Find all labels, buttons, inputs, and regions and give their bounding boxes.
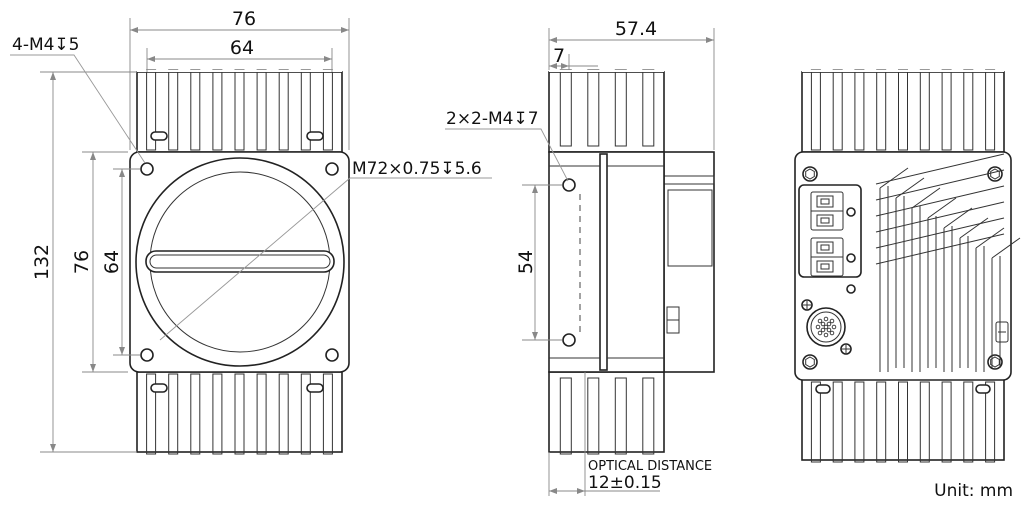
- rear-diagonal-fins: [875, 153, 1021, 372]
- heatsink-fin-slot: [614, 377, 627, 455]
- front-top-heatsink: [136, 69, 343, 153]
- ground-screw-icon: [801, 299, 852, 355]
- heatsink-fin-slot: [278, 373, 289, 455]
- dim-depth: 57.4: [615, 18, 657, 40]
- side-top-heatsink: [548, 69, 665, 153]
- diagonal-fin: [975, 227, 1005, 372]
- heatsink-fin-slot: [234, 373, 245, 455]
- connector-pin: [829, 330, 835, 336]
- connector-pin: [815, 324, 821, 330]
- label-optical-distance: OPTICAL DISTANCE: [588, 459, 712, 474]
- diagonal-fin: [879, 167, 909, 372]
- connector-pin: [826, 327, 832, 333]
- diagonal-rib: [875, 153, 1005, 185]
- heatsink-fin-slot: [854, 381, 865, 463]
- connector-pin: [823, 324, 829, 330]
- unit-label: Unit: mm: [934, 481, 1013, 501]
- heatsink-fin-slot: [190, 373, 201, 455]
- diagonal-rib: [875, 217, 1005, 249]
- heatsink-fin-slot: [832, 381, 843, 463]
- heatsink-fin-slot: [963, 381, 974, 463]
- connector-pin: [817, 330, 823, 336]
- heatsink-fin-slot: [256, 373, 267, 455]
- connector-pin: [829, 318, 835, 324]
- side-view: 57.4 7 54 2×2-M4↧7 OPTICAL DISTANCE 12±0…: [445, 18, 715, 496]
- status-leds: [846, 207, 856, 294]
- front-mount-holes: [140, 162, 339, 362]
- front-bottom-heatsink: [136, 371, 343, 455]
- heatsink-fin-slot: [985, 381, 996, 463]
- diagonal-rib: [875, 169, 1005, 201]
- heatsink-fin-slot: [898, 381, 908, 463]
- diagonal-fin: [943, 207, 973, 372]
- connector-pin: [823, 332, 829, 338]
- connector-pin: [831, 324, 837, 330]
- heatsink-fin-slot: [146, 373, 157, 455]
- rear-bottom-heatsink: [801, 371, 1005, 463]
- dim-overall-height: 132: [31, 244, 53, 280]
- heatsink-fin-slot: [212, 373, 223, 455]
- rear-connector-panel: [798, 184, 862, 278]
- side-mount-holes: [562, 178, 576, 347]
- io-connector: [801, 299, 852, 355]
- dim-optical-distance: 12±0.15: [588, 473, 662, 493]
- diagonal-fin: [959, 217, 989, 368]
- heatsink-fin-slot: [941, 381, 952, 463]
- diagonal-rib: [875, 233, 1005, 265]
- diagonal-fin: [991, 237, 1021, 368]
- dim-flange: 7: [553, 45, 565, 67]
- dim-hole-spacing-x: 64: [230, 37, 254, 59]
- heatsink-fin-slot: [642, 377, 655, 455]
- note-mount-holes: 4-M4↧5: [12, 35, 80, 55]
- diagonal-fin: [911, 187, 941, 372]
- heatsink-fin-slot: [810, 381, 821, 463]
- rear-top-heatsink: [801, 69, 1005, 153]
- side-mount-flange: [599, 153, 608, 371]
- diagonal-rib: [875, 185, 1005, 217]
- network-ports: [810, 191, 844, 277]
- dim-overall-width: 76: [232, 8, 256, 30]
- front-view: 76 64 132 76 64 4-M4↧5 M72×0.75↧5.6: [10, 8, 492, 455]
- connector-pin: [820, 327, 826, 333]
- heatsink-fin-slot: [559, 377, 572, 455]
- connector-pin: [823, 316, 829, 322]
- heatsink-fin-slot: [919, 381, 930, 463]
- connector-pin: [826, 321, 832, 327]
- rear-edge-latch: [995, 321, 1009, 343]
- note-lens-thread: M72×0.75↧5.6: [352, 159, 482, 179]
- side-bottom-heatsink: [548, 371, 665, 455]
- heatsink-fin-slot: [587, 377, 600, 455]
- side-connector-block: [663, 151, 715, 373]
- note-side-holes: 2×2-M4↧7: [446, 109, 539, 129]
- dim-hole-spacing: 54: [515, 250, 537, 274]
- diagonal-rib: [875, 201, 1005, 233]
- dim-plate-height: 76: [71, 250, 93, 274]
- connector-pin: [820, 321, 826, 327]
- connector-pin: [817, 318, 823, 324]
- diagonal-fin: [927, 197, 957, 368]
- heatsink-fin-slot: [300, 373, 311, 455]
- dim-hole-spacing-y: 64: [101, 250, 123, 274]
- heatsink-fin-slot: [876, 381, 887, 463]
- heatsink-fin-slot: [168, 373, 179, 455]
- rear-view: Unit: mm: [794, 69, 1021, 501]
- heatsink-fin-slot: [322, 373, 333, 455]
